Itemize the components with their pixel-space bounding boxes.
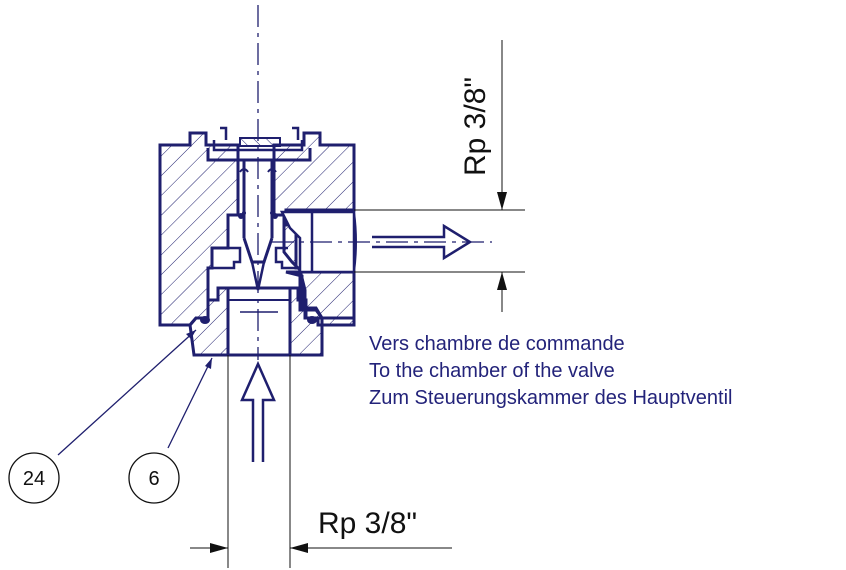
callout-balloon-6: 6 — [128, 452, 180, 504]
inlet-flow-arrow — [240, 360, 276, 462]
callout-balloon-24: 24 — [8, 452, 60, 504]
valve-stem — [238, 160, 278, 291]
top-cap — [206, 126, 312, 162]
leader-line-6 — [167, 357, 213, 449]
valve-seat — [212, 246, 300, 270]
outlet-flow-arrow — [372, 223, 473, 261]
outlet-dimension — [354, 40, 525, 312]
callout-number-24: 24 — [23, 468, 45, 490]
callout-number-6: 6 — [148, 468, 159, 490]
outlet-note-english: To the chamber of the valve — [369, 360, 615, 382]
leader-line-24 — [57, 329, 197, 456]
inlet-dimension — [190, 355, 452, 568]
outlet-note: Vers chambre de commande To the chamber … — [369, 333, 733, 409]
outlet-note-french: Vers chambre de commande — [369, 333, 625, 355]
inlet-dimension-label: Rp 3/8" — [318, 507, 417, 540]
outlet-note-german: Zum Steuerungskammer des Hauptventil — [369, 387, 733, 409]
outlet-dimension-label: Rp 3/8" — [459, 77, 492, 176]
o-ring — [200, 316, 317, 324]
